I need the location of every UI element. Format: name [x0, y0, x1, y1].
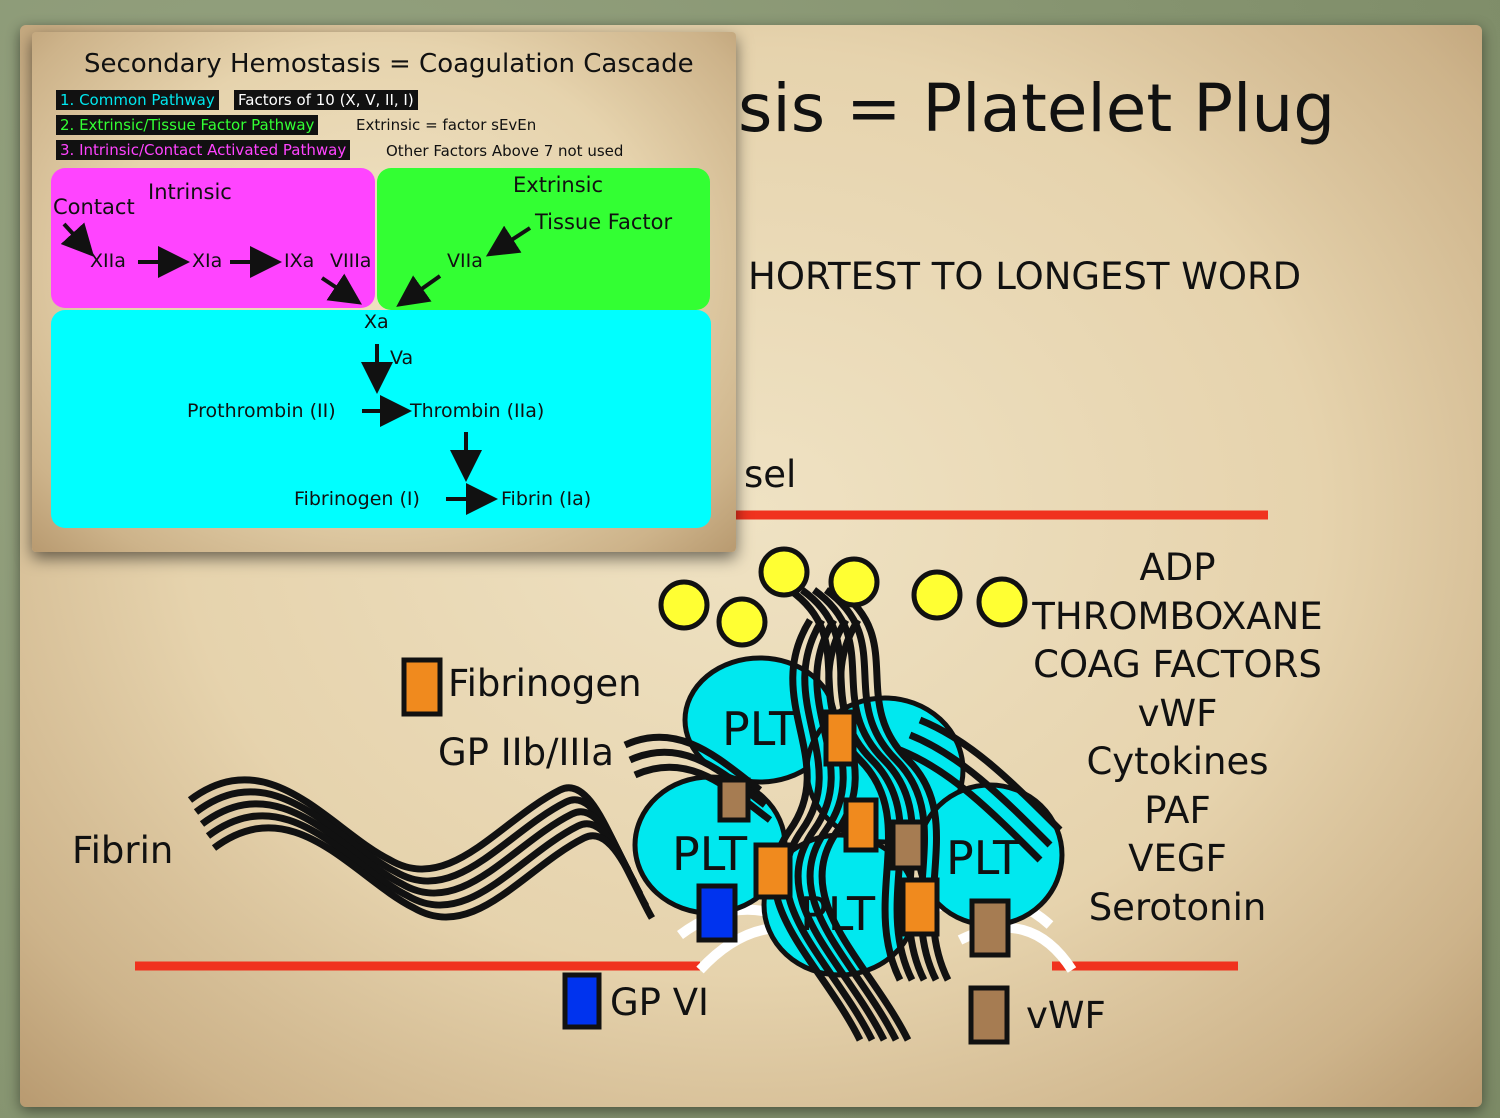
granule — [758, 546, 810, 598]
fibrinogen-receptor — [843, 797, 879, 853]
cascade-title: Secondary Hemostasis = Coagulation Casca… — [84, 49, 694, 79]
platelet-label: PLT — [722, 702, 798, 756]
extrinsic-box — [377, 168, 710, 310]
factor-viia: VIIa — [447, 250, 483, 272]
thrombin-label: Thrombin (IIa) — [410, 400, 545, 422]
factor-ixa: IXa — [284, 250, 315, 272]
legend-tag-extrinsic: 2. Extrinsic/Tissue Factor Pathway — [56, 115, 319, 135]
vwf-receptor — [969, 898, 1011, 958]
legend-tag-common: 1. Common Pathway — [56, 90, 219, 110]
secreted-item: COAG FACTORS — [1033, 643, 1322, 686]
fibrinogen-label: Fibrinogen — [448, 662, 642, 705]
plug-receptors — [696, 709, 1011, 958]
granule — [911, 569, 963, 621]
secreted-item: ADP — [1139, 546, 1216, 589]
fibrinogen-receptor — [900, 877, 940, 937]
gp-iib-iiia-label: GP IIb/IIIa — [438, 731, 614, 774]
vwf-receptor — [890, 819, 926, 871]
granule — [976, 576, 1028, 628]
granule — [828, 556, 880, 608]
tissue-factor-label: Tissue Factor — [535, 210, 673, 234]
factor-xia: XIa — [192, 250, 223, 272]
fibrinogen-receptor — [753, 842, 793, 900]
granules — [658, 546, 1028, 648]
factor-xiia: XIIa — [90, 250, 126, 272]
factor-va: Va — [390, 347, 414, 369]
fibrinogen-factor-label: Fibrinogen (I) — [294, 488, 420, 510]
vwf-label: vWF — [1026, 994, 1106, 1037]
platelet-label: PLT — [672, 827, 748, 881]
fibrin-mesh — [623, 587, 1063, 1042]
secreted-item: Serotonin — [1088, 885, 1267, 929]
legend-note-common: Factors of 10 (X, V, II, I) — [234, 90, 418, 110]
factor-viiia: VIIIa — [330, 250, 372, 272]
granule — [716, 596, 768, 648]
fibrin-strands — [187, 776, 656, 921]
factor-xa: Xa — [364, 311, 389, 333]
gp-vi-label: GP VI — [610, 981, 709, 1024]
vwf-receptor — [717, 777, 751, 823]
secreted-item: Cytokines — [1086, 740, 1269, 783]
fibrinogen-receptor — [823, 709, 857, 767]
prothrombin-label: Prothrombin (II) — [187, 400, 336, 422]
intrinsic-box — [51, 168, 375, 308]
fibrinogen-legend-icon — [401, 657, 443, 717]
secreted-item: VEGF — [1128, 837, 1227, 880]
gp-vi-receptor — [696, 883, 738, 943]
fibrin-factor-label: Fibrin (Ia) — [501, 488, 592, 510]
fibrin-label: Fibrin — [72, 829, 174, 872]
legend-note-intrinsic: Other Factors Above 7 not used — [386, 142, 624, 160]
cascade-arrows — [60, 222, 532, 515]
platelet-label: PLT — [946, 831, 1022, 885]
legend-tag-intrinsic: 3. Intrinsic/Contact Activated Pathway — [56, 140, 351, 160]
granule — [658, 579, 710, 631]
contact-label: Contact — [53, 195, 135, 219]
secreted-item: PAF — [1144, 788, 1211, 832]
slide-subtitle: HORTEST TO LONGEST WORD — [748, 255, 1302, 298]
legend-note-extrinsic: Extrinsic = factor sEvEn — [356, 116, 537, 134]
secreted-list: ADP THROMBOXANE COAG FACTORS vWF Cytokin… — [1030, 544, 1325, 932]
secreted-item: vWF — [1137, 691, 1218, 735]
secreted-item: THROMBOXANE — [1032, 594, 1323, 638]
gp-vi-legend-icon — [562, 972, 602, 1030]
platelet-labels: PLT PLT PLT PLT — [672, 702, 1022, 941]
intrinsic-title: Intrinsic — [148, 180, 232, 204]
extrinsic-title: Extrinsic — [513, 173, 604, 197]
vwf-legend-icon — [968, 985, 1010, 1045]
slide-title: sis = Platelet Plug — [738, 70, 1336, 147]
vessel-label-fragment: sel — [744, 453, 797, 496]
